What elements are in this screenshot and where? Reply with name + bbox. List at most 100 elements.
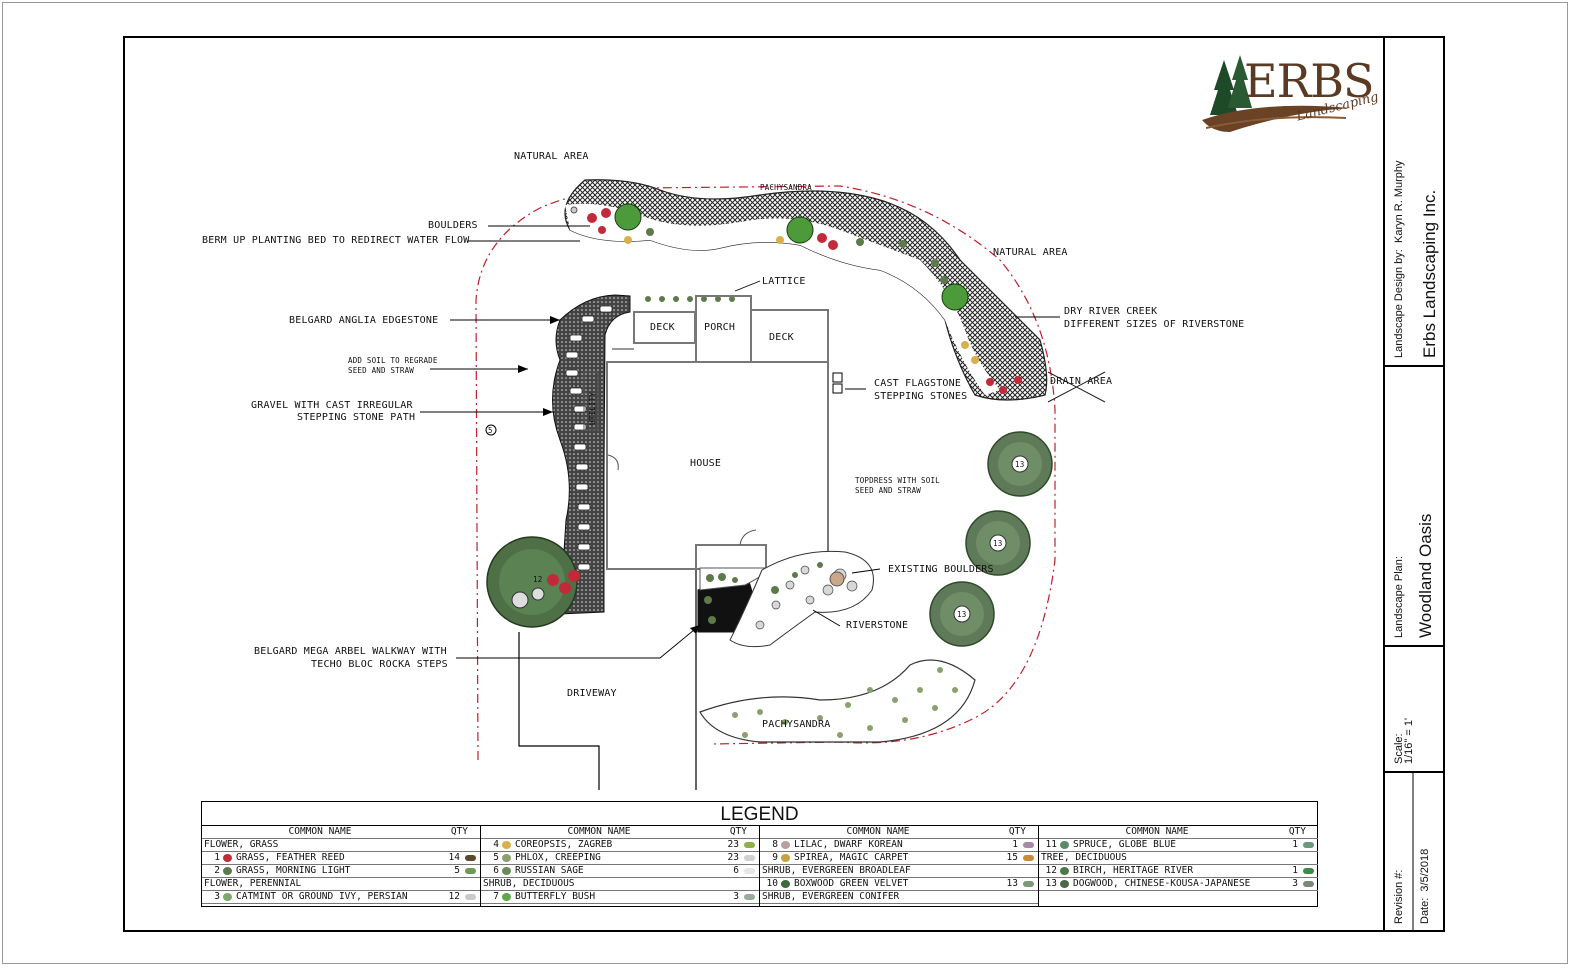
logo-graphic	[1202, 55, 1350, 132]
title-block	[1383, 37, 1445, 931]
legend-qty-header: QTY	[729, 826, 747, 837]
legend-plant-qty: 14	[448, 852, 460, 863]
gravel-label-1: GRAVEL WITH CAST IRREGULAR	[251, 400, 413, 411]
legend-plant-symbol	[1060, 867, 1069, 875]
legend-item-number: 10	[766, 878, 778, 889]
legend-plant-qty: 15	[1006, 852, 1018, 863]
top-bed-plants	[570, 203, 1022, 394]
pachysandra-plants	[732, 667, 958, 738]
pachysandra-label-top: PACHYSANDRA	[760, 183, 812, 192]
legend-category-row: SHRUB, EVERGREEN BROADLEAF	[760, 865, 1038, 878]
legend-item-number: 1	[214, 852, 220, 863]
legend-header-row: COMMON NAME QTY	[481, 826, 759, 839]
legend-item-number: 12	[1045, 865, 1057, 876]
legend-plant-symbol	[502, 854, 511, 862]
flagstone-label-2: STEPPING STONES	[874, 391, 968, 402]
tree-tag-2: 13	[993, 539, 1003, 548]
legend-item-number: 8	[772, 839, 778, 850]
legend-plant-name: BUTTERFLY BUSH	[515, 891, 596, 902]
legend-plant-qty: 1	[1292, 865, 1298, 876]
add-soil-label-1: ADD SOIL TO REGRADE	[348, 356, 438, 365]
legend-plant-name: CATMINT OR GROUND IVY, PERSIAN	[236, 891, 408, 902]
leader-lines	[420, 225, 1060, 659]
birch-tree	[486, 536, 580, 628]
legend-qty-header: QTY	[1008, 826, 1026, 837]
add-soil-label-2: SEED AND STRAW	[348, 366, 415, 375]
legend-plant-qty: 3	[733, 891, 739, 902]
legend-plant-qty: 23	[727, 852, 739, 863]
riverstone-label: RIVERSTONE	[846, 620, 909, 631]
legend-plant-name: LILAC, DWARF KOREAN	[794, 839, 903, 850]
legend-qty-symbol	[1023, 842, 1034, 848]
legend-plant-qty: 12	[448, 891, 460, 902]
utility-label: UTILITY	[588, 391, 597, 425]
revision-label: Revision #:	[1393, 869, 1405, 924]
legend-plant-name: RUSSIAN SAGE	[515, 865, 584, 876]
legend-col-header: COMMON NAME	[567, 826, 631, 837]
legend-category: TREE, DECIDUOUS	[1041, 852, 1127, 863]
legend-item-number: 9	[772, 852, 778, 863]
legend-item-row: 1 GRASS, FEATHER REED 14	[202, 852, 480, 865]
topdress-label-1: TOPDRESS WITH SOIL	[855, 476, 940, 485]
scale-value: 1/16" = 1'	[1403, 717, 1415, 764]
dry-creek-label-1: DRY RIVER CREEK	[1064, 306, 1158, 317]
legend-qty-symbol	[1303, 842, 1314, 848]
legend-category-row: FLOWER, GRASS	[202, 839, 480, 852]
existing-boulders-label: EXISTING BOULDERS	[888, 564, 994, 575]
flagstone-label-1: CAST FLAGSTONE	[874, 378, 962, 389]
legend-category: FLOWER, GRASS	[204, 839, 279, 850]
leader-arrowheads	[518, 316, 700, 634]
driveway-label: DRIVEWAY	[567, 688, 617, 699]
legend-plant-name: SPIREA, MAGIC CARPET	[794, 852, 909, 863]
legend-qty-symbol	[744, 842, 755, 848]
legend-item-number: 4	[493, 839, 499, 850]
plant-tag: 5	[488, 426, 493, 435]
berm-label: BERM UP PLANTING BED TO REDIRECT WATER F…	[202, 235, 470, 246]
legend-category: SHRUB, EVERGREEN BROADLEAF	[762, 865, 911, 876]
topdress-label-2: SEED AND STRAW	[855, 486, 922, 495]
legend-qty-symbol	[465, 855, 476, 861]
legend-plant-qty: 13	[1006, 878, 1018, 889]
legend-item-number: 11	[1045, 839, 1057, 850]
legend-category: SHRUB, DECIDUOUS	[483, 878, 575, 889]
legend-col-header: COMMON NAME	[288, 826, 352, 837]
legend-plant-name: GRASS, FEATHER REED	[236, 852, 345, 863]
legend-qty-symbol	[1303, 881, 1314, 887]
legend-title: LEGEND	[202, 802, 1317, 826]
property-line	[475, 185, 1056, 761]
designer-label: Landscape Design by: Karyn R. Murphy	[1393, 160, 1405, 358]
house-label: HOUSE	[690, 458, 722, 469]
edgestone-label: BELGARD ANGLIA EDGESTONE	[289, 315, 439, 326]
legend-category: SHRUB, EVERGREEN CONIFER	[762, 891, 900, 902]
legend-qty-symbol	[465, 868, 476, 874]
legend-item-row: 13 DOGWOOD, CHINESE-KOUSA-JAPANESE 3	[1039, 878, 1318, 891]
legend-plant-name: BIRCH, HERITAGE RIVER	[1073, 865, 1194, 876]
legend-qty-symbol	[1023, 881, 1034, 887]
plant-tag-circle	[485, 424, 497, 436]
plan-name: Woodland Oasis	[1416, 513, 1435, 638]
gravel-label-2: STEPPING STONE PATH	[297, 412, 416, 423]
legend-plant-symbol	[781, 854, 790, 862]
legend-plant-qty: 3	[1292, 878, 1298, 889]
boulders-label: BOULDERS	[428, 220, 478, 231]
natural-area-label: NATURAL AREA	[514, 151, 589, 162]
legend-plant-name: DOGWOOD, CHINESE-KOUSA-JAPANESE	[1073, 878, 1251, 889]
legend-item-number: 13	[1045, 878, 1057, 889]
logo-brand: ERBS	[1244, 54, 1375, 108]
plan-label: Landscape Plan:	[1393, 556, 1405, 638]
legend-plant-name: PHLOX, CREEPING	[515, 852, 601, 863]
tree-tag-3: 13	[957, 610, 967, 619]
legend-item-row: 9 SPIREA, MAGIC CARPET 15	[760, 852, 1038, 865]
legend-plant-symbol	[502, 841, 511, 849]
legend-qty-symbol	[744, 855, 755, 861]
